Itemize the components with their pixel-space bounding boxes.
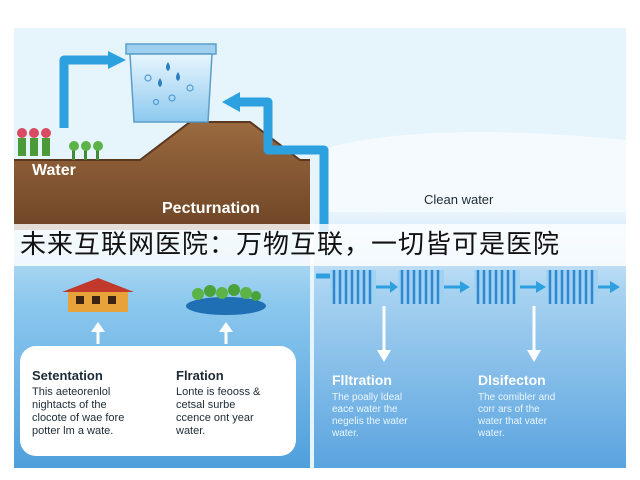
filter-column-icon — [546, 270, 598, 304]
arrow-right-icon — [108, 51, 126, 69]
setentation-title: Setentation — [32, 368, 103, 383]
arrow-left-icon — [222, 92, 240, 112]
flration-title: Flration — [176, 368, 224, 383]
arrow-right-icon — [610, 281, 620, 293]
ground-water-label: Water — [32, 162, 76, 179]
watermark-text: 未来互联网医院：万物互联，一切皆可是医院 — [20, 230, 561, 260]
filter-bank-left — [330, 270, 470, 304]
island-icon — [186, 284, 266, 315]
flower-icon — [17, 128, 51, 156]
arrow-right-icon — [390, 281, 398, 293]
cloud-band — [320, 132, 626, 230]
disinfection-title: Dlsifecton — [478, 372, 546, 388]
soil-top-edge — [14, 121, 310, 161]
filter-bank-right — [474, 270, 620, 304]
arrow-up-icon — [91, 322, 105, 344]
sprout-icon — [69, 141, 103, 160]
clean-water-label: Clean water — [424, 192, 494, 207]
pretreatment-card — [20, 346, 296, 456]
water-tank-icon — [125, 43, 217, 123]
watermark-banner — [14, 224, 626, 266]
arrow-right-icon — [460, 281, 470, 293]
arrow-right-icon — [536, 281, 546, 293]
outlet-pipe — [236, 97, 329, 232]
soil-hill — [14, 122, 310, 230]
flration-desc: Lonte is feooss & cetsal surbe ccence on… — [176, 386, 261, 437]
arrow-up-icon — [219, 322, 233, 344]
pecturnation-label: Pecturnation — [162, 200, 260, 217]
filtration-title: Flltration — [332, 372, 392, 388]
filtration-desc: The poally ldeal eace water the negelis … — [332, 392, 408, 439]
house-icon — [62, 278, 134, 312]
arrow-down-icon — [527, 306, 541, 362]
disinfection-desc: The comibler and corr ars of the water t… — [478, 392, 556, 439]
setentation-desc: This aeteorenlol nightacts of the clocot… — [32, 386, 125, 437]
arrow-down-icon — [377, 306, 391, 362]
inlet-pipe — [59, 55, 112, 128]
